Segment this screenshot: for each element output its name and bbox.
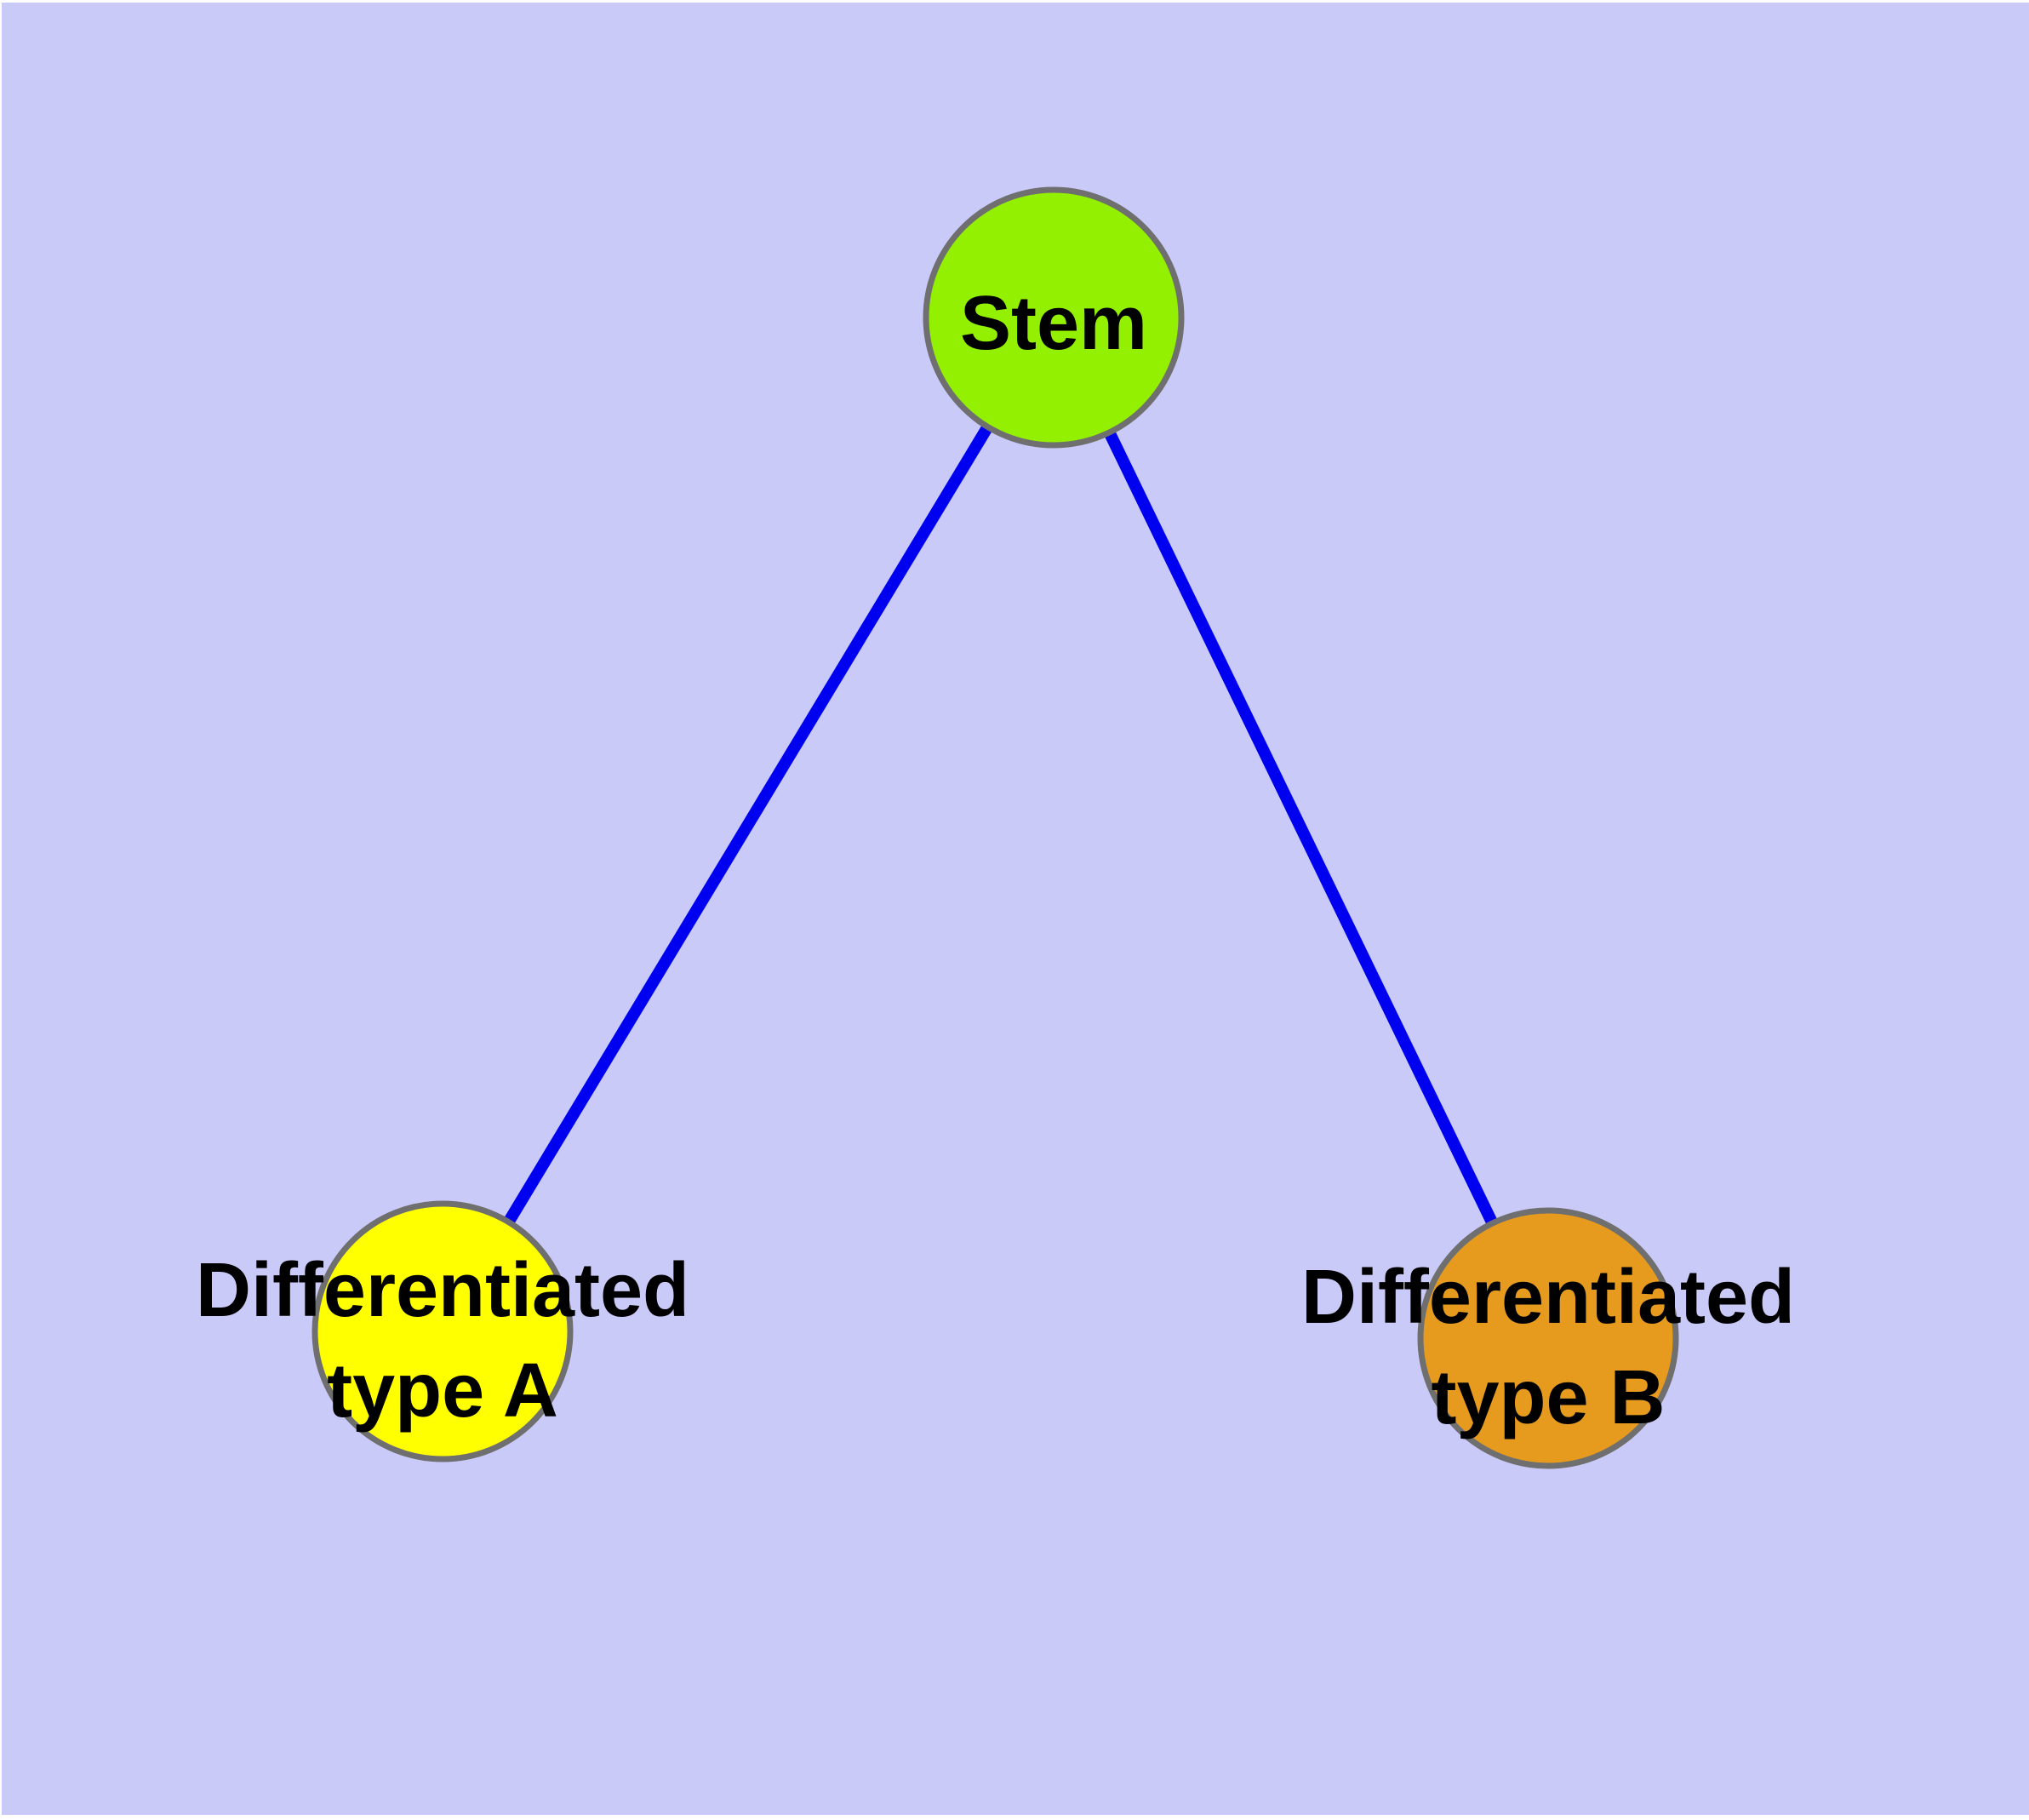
edge-stem-to-type-b (1048, 314, 1554, 1342)
node-type-a-label-line1: Differentiated (196, 1248, 689, 1333)
node-differentiated-type-a[interactable] (311, 1200, 574, 1462)
node-stem-label: Stem (960, 281, 1147, 366)
node-type-b-label-line1: Differentiated (1301, 1255, 1795, 1340)
edge-stem-to-type-a (437, 314, 1059, 1335)
node-differentiated-type-b[interactable] (1417, 1207, 1679, 1469)
node-type-b-label-line2: type B (1431, 1355, 1665, 1440)
nodes-group (311, 186, 1679, 1469)
labels-group: Stem Differentiated type A Differentiate… (196, 281, 1795, 1440)
edges-group (437, 314, 1554, 1342)
node-stem[interactable] (923, 186, 1185, 449)
node-type-a-label-line2: type A (327, 1348, 558, 1434)
